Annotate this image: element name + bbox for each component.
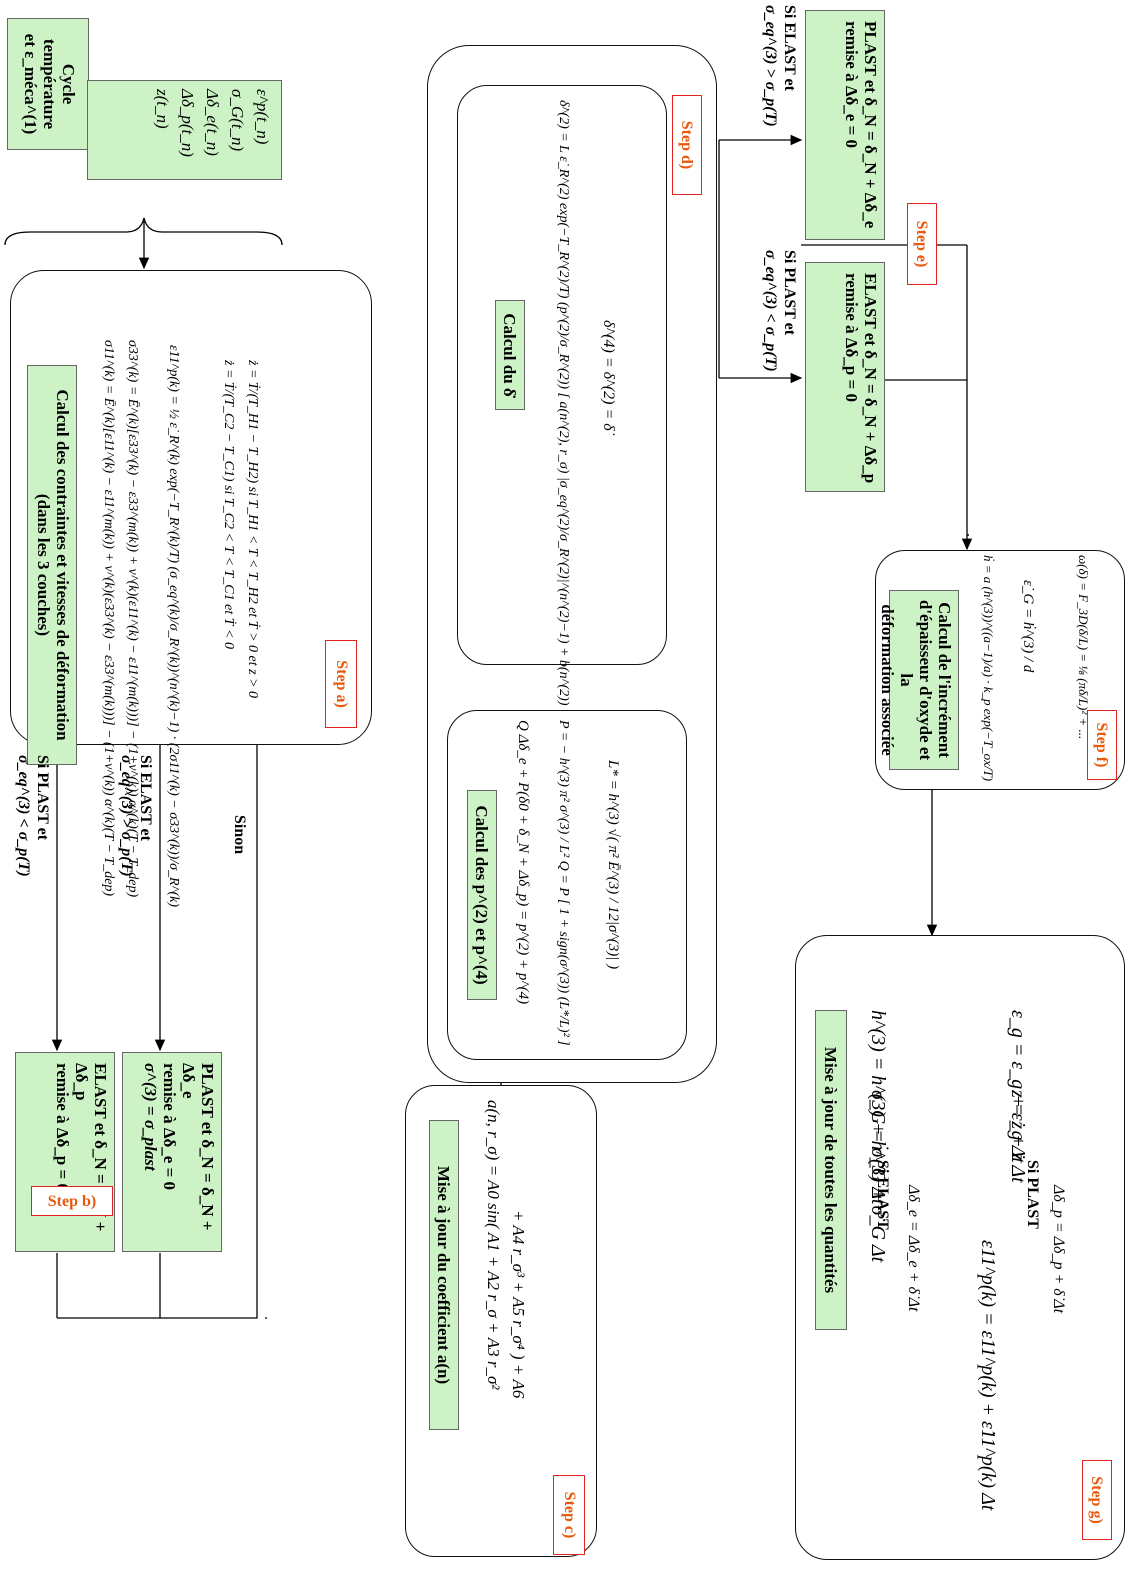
step-f-label: Step f): [1087, 710, 1117, 780]
eq-upd-5: Δδ_e = Δδ_e + δ̇ Δt: [905, 1185, 922, 1312]
calc-delta-title: Calcul du δ̇: [495, 300, 525, 410]
eq-p-1: Q Δδ_e + P(δ0 + δ_N + Δδ_p) = p^(2) + p^…: [515, 720, 531, 1005]
eq-oxide-1: ḣ = a (h^(3))^((a−1)/a) · k_p exp(−T_ox/…: [981, 555, 996, 782]
step-b-label: Step b): [31, 1186, 113, 1216]
eq-z-dot-b: ż = Ṫ/(T_H1 − T_H2) si T_H1 < T < T_H2 e…: [245, 360, 260, 699]
eq-z-dot-a: ż = Ṫ/(T_C2 − T_C1) si T_C2 < T < T_C1 e…: [221, 360, 236, 649]
step-a-label: Step a): [325, 640, 357, 728]
top-plast-condition: Si PLAST et σ_eq^(3) < σ_p(T): [14, 755, 52, 935]
eq-sigma11: σ11^(k) = Ē^(k)[ε11^(k) − ε11^(m(k)) + ν…: [101, 340, 116, 897]
step-d-label: Step d): [672, 95, 702, 195]
update-all-title: Mise à jour de toutes les quantités: [815, 1010, 847, 1330]
top-elast-box: ELAST et δ_N = δ_N + Δδ_p remise à Δδ_p …: [15, 1052, 115, 1252]
top-elast-cond-1: Si ELAST et: [137, 755, 154, 841]
oxide-title: Calcul de l'incrément d'épaisseur d'oxyd…: [878, 590, 959, 770]
top-elast-cond-2: σ_eq^(3) > σ_p(T): [118, 755, 135, 877]
bottom-plast-box-1: PLAST et δ_N = δ_N + Δδ_e: [861, 21, 880, 229]
eq-eps-p11: ε̇11^p(k) = ½ ε̇_R^(k) exp(−T_R^(k)/T) (…: [166, 345, 181, 908]
eq-coef-2: + A4 r_σ³ + A5 r_σ⁴ ) + A6: [509, 1210, 528, 1399]
bottom-elast-cond-2: σ_eq^(3) > σ_p(T): [762, 5, 779, 127]
calc-p-title: Calcul des p^(2) et p^(4): [467, 790, 497, 1000]
cycle-vars-box: ε^p(t_n) σ_G(t_n) Δδ_e(t_n) Δδ_p(t_n) z(…: [87, 80, 282, 180]
cycle-title-2: et ε_méca^(1): [21, 33, 40, 135]
bottom-elast-box-2: remise à Δδ_p = 0: [842, 273, 861, 402]
var-2: σ_G(t_n): [228, 89, 247, 152]
bottom-plast-cond-2: σ_eq^(3) < σ_p(T): [762, 250, 779, 372]
bottom-plast-cond-1: Si PLAST et: [781, 250, 798, 336]
top-plast-box-1: PLAST et δ_N = δ_N + Δδ_e: [179, 1063, 217, 1231]
top-plast-box: PLAST et δ_N = δ_N + Δδ_e remise à Δδ_e …: [122, 1052, 222, 1252]
eq-coef-1: a(n, r_σ) = A0 sin( A1 + A2 r_σ + A3 r_σ…: [484, 1100, 503, 1390]
step-g-label: Step g): [1082, 1460, 1112, 1540]
bottom-elast-box-1: ELAST et δ_N = δ_N + Δδ_p: [861, 273, 880, 484]
cycle-title-1: Cycle température: [40, 38, 78, 130]
bottom-plast-condition: Si PLAST et σ_eq^(3) < σ_p(T): [761, 250, 799, 380]
step-e-label: Step e): [907, 203, 937, 285]
oxide-title-1: Calcul de l'incrément: [935, 602, 954, 758]
calc-contraintes-title: Calcul des contraintes et vitesses de dé…: [27, 365, 77, 765]
upd-si-plast: Si PLAST: [1024, 1160, 1041, 1229]
bottom-elast-cond-1: Si ELAST et: [781, 5, 798, 91]
step-c-label: Step c): [553, 1475, 585, 1555]
top-plast-cond-1: Si PLAST et: [34, 755, 51, 841]
cycle-temperature-box: Cycle température et ε_méca^(1): [7, 18, 89, 150]
top-elast-condition: Si ELAST et σ_eq^(3) > σ_p(T): [117, 755, 155, 935]
upd-si-elast: Si ELAST: [874, 1160, 891, 1230]
eq-oxide-2: ε̇_G = ḣ^(3) / d: [1020, 580, 1036, 673]
eq-p-2: P = − h^(3) π² σ^(3) / L² Q = P [ 1 + si…: [556, 720, 571, 1046]
bottom-elast-box: ELAST et δ_N = δ_N + Δδ_p remise à Δδ_p …: [805, 262, 885, 492]
top-plast-cond-2: σ_eq^(3) < σ_p(T): [15, 755, 32, 877]
top-elast-box-1: ELAST et δ_N = δ_N + Δδ_p: [72, 1063, 110, 1232]
var-3: Δδ_e(t_n): [203, 89, 222, 156]
var-5: z(t_n): [153, 89, 172, 129]
top-plast-box-3: σ^(3) = σ_plast: [141, 1063, 160, 1171]
bottom-elast-condition: Si ELAST et σ_eq^(3) > σ_p(T): [761, 5, 799, 135]
bottom-plast-box-2: remise à Δδ_e = 0: [842, 21, 861, 149]
eq-upd-7: ε11^p(k) = ε11^p(k) + ε̇11^p(k) Δt: [977, 1240, 999, 1511]
eq-delta-4: δ̇^(4) = δ̇^(2) = δ̇: [600, 320, 617, 431]
coefficient-title: Mise à jour du coefficient a(n): [429, 1120, 459, 1430]
eq-p-3: L* = h^(3) √( π² Ē^(3) / 12|σ^(3)| ): [605, 760, 621, 970]
top-plast-box-2: remise à Δδ_e = 0: [160, 1063, 179, 1191]
bottom-plast-box: PLAST et δ_N = δ_N + Δδ_e remise à Δδ_e …: [805, 10, 885, 240]
calc-contraintes-title-2: (dans les 3 couches): [34, 493, 53, 637]
sinon-label: Sinon: [231, 815, 248, 855]
calc-contraintes-title-1: Calcul des contraintes et vitesses de dé…: [53, 389, 72, 741]
oxide-title-3: déformation associée: [878, 604, 897, 756]
top-elast-box-2: remise à Δδ_p = 0: [53, 1063, 72, 1192]
oxide-title-2: d'épaisseur d'oxyde et la: [897, 599, 935, 761]
eq-upd-6: Δδ_p = Δδ_p + δ̇ Δt: [1050, 1185, 1067, 1314]
var-1: ε^p(t_n): [253, 89, 272, 145]
var-4: Δδ_p(t_n): [178, 89, 197, 157]
